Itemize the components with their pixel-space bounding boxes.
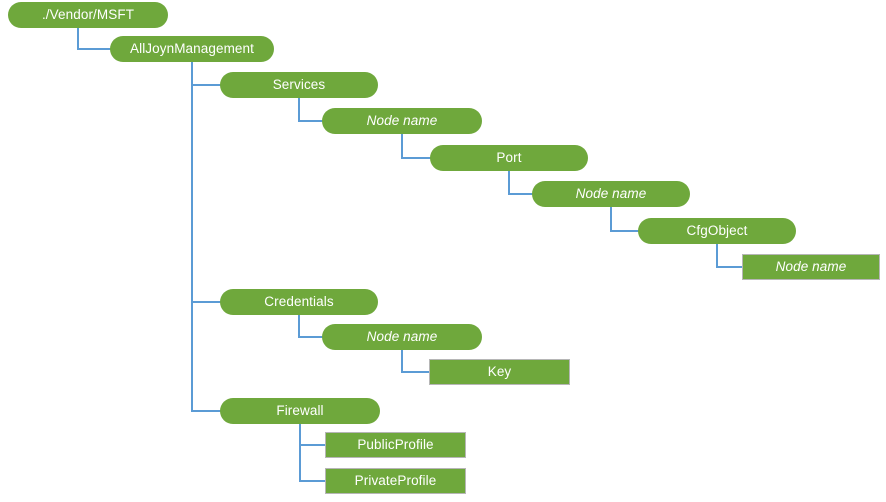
tree-node-key[interactable]: Key: [429, 359, 570, 385]
tree-node-credentials-nodename[interactable]: Node name: [322, 324, 482, 350]
connector-credentials-to-credentials-nodename: [298, 314, 323, 338]
tree-node-port-nodename[interactable]: Node name: [532, 181, 690, 207]
connector-root-to-alljoynmanagement: [77, 27, 111, 50]
tree-node-privateprofile[interactable]: PrivateProfile: [325, 468, 466, 494]
connector-alljoynmanagement-to-firewall: [191, 61, 221, 412]
connector-services-nodename-to-port: [401, 133, 431, 159]
tree-node-port[interactable]: Port: [430, 145, 588, 171]
tree-node-label: PrivateProfile: [354, 473, 437, 489]
connector-cfgobject-to-cfgobject-nodename: [716, 243, 743, 268]
connector-port-to-port-nodename: [508, 170, 533, 195]
tree-node-publicprofile[interactable]: PublicProfile: [325, 432, 466, 458]
connector-alljoynmanagement-to-services: [191, 61, 221, 86]
tree-node-services[interactable]: Services: [220, 72, 378, 98]
tree-node-label: Node name: [366, 329, 438, 345]
tree-node-label: Node name: [575, 186, 647, 202]
connector-port-nodename-to-cfgobject: [610, 206, 639, 232]
tree-node-label: CfgObject: [686, 223, 748, 239]
tree-node-label: Node name: [366, 113, 438, 129]
tree-node-cfgobject[interactable]: CfgObject: [638, 218, 796, 244]
tree-node-label: Credentials: [264, 294, 334, 310]
tree-node-label: AllJoynManagement: [129, 41, 255, 57]
connector-firewall-to-publicprofile: [299, 423, 326, 446]
tree-node-label: Firewall: [276, 403, 324, 419]
tree-node-cfgobject-nodename[interactable]: Node name: [742, 254, 880, 280]
connector-services-to-services-nodename: [298, 97, 323, 122]
connector-credentials-nodename-to-key: [401, 349, 430, 373]
tree-node-root[interactable]: ./Vendor/MSFT: [8, 2, 168, 28]
tree-node-firewall[interactable]: Firewall: [220, 398, 380, 424]
tree-node-label: Key: [487, 364, 512, 380]
tree-node-alljoynmanagement[interactable]: AllJoynManagement: [110, 36, 274, 62]
tree-node-label: Node name: [775, 259, 847, 275]
tree-node-services-nodename[interactable]: Node name: [322, 108, 482, 134]
tree-node-label: ./Vendor/MSFT: [41, 7, 135, 23]
tree-node-credentials[interactable]: Credentials: [220, 289, 378, 315]
connector-firewall-to-privateprofile: [299, 423, 326, 482]
tree-node-label: Port: [496, 150, 522, 166]
tree-node-label: Services: [272, 77, 326, 93]
tree-node-label: PublicProfile: [357, 437, 434, 453]
connector-alljoynmanagement-to-credentials: [191, 61, 221, 303]
